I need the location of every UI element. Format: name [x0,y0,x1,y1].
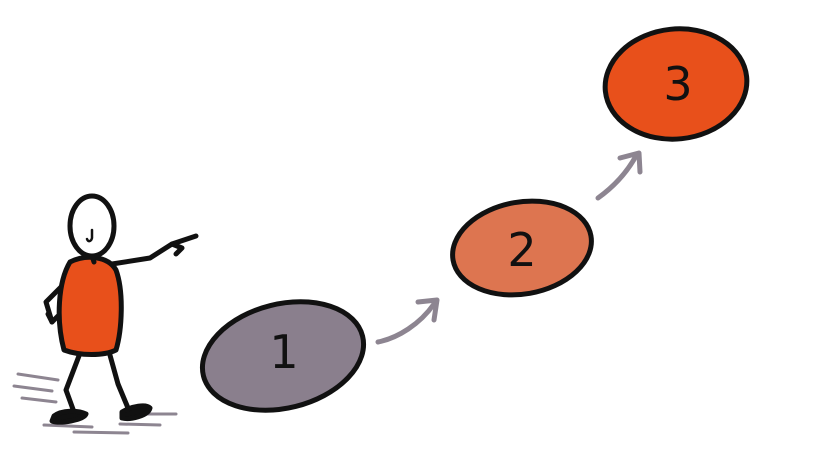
curved-arrow-icon [595,150,643,201]
pointing-stick-figure-icon [43,193,199,425]
step-2-disc: 2 [450,198,594,298]
step-1-label: 1 [269,325,298,379]
curved-arrow-icon [375,297,440,345]
step-1-disc: 1 [199,299,367,413]
step-2-label: 2 [507,223,536,277]
step-3-label: 3 [663,57,692,111]
motion-lines [12,372,178,435]
step-3-disc: 3 [602,26,750,142]
